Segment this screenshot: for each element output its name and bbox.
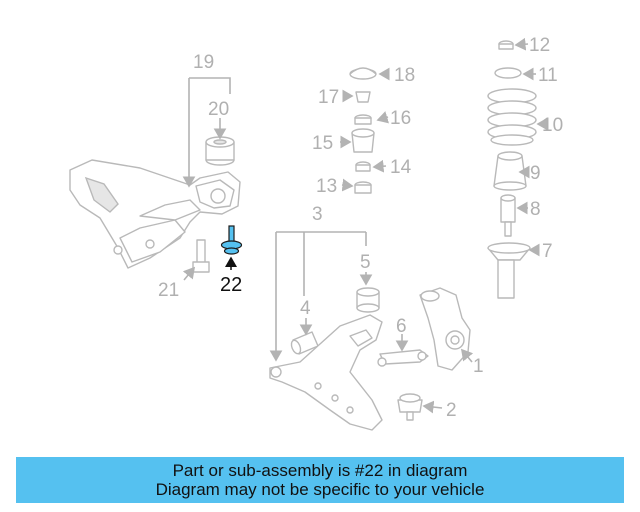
- leader-lines: [182, 37, 548, 414]
- callout-17: 17: [318, 87, 339, 108]
- strut-mount-stack-drawing: [349, 67, 377, 194]
- control-arm-drawing: [269, 314, 383, 431]
- callout-8: 8: [530, 199, 541, 220]
- callout-10: 10: [542, 115, 563, 136]
- callout-2: 2: [446, 400, 457, 421]
- bolt-21-drawing: [192, 239, 210, 273]
- info-banner: Part or sub-assembly is #22 in diagram D…: [16, 457, 624, 503]
- callout-labels: 19 20 21 22 3 4 5 6 1 2 18 17 16 15 14 1…: [158, 35, 563, 421]
- part-22-highlight: [220, 225, 243, 255]
- ball-joint-drawing: [397, 393, 423, 421]
- callout-18: 18: [394, 65, 415, 86]
- banner-line-2: Diagram may not be specific to your vehi…: [155, 480, 485, 499]
- callout-6: 6: [396, 316, 407, 337]
- subframe-drawing: [69, 159, 241, 269]
- callout-9: 9: [530, 163, 541, 184]
- mount-5-drawing: [356, 287, 380, 313]
- callout-16: 16: [390, 108, 411, 129]
- callout-5: 5: [360, 252, 371, 273]
- callout-15: 15: [312, 133, 333, 154]
- callout-7: 7: [542, 241, 553, 262]
- callout-1: 1: [473, 356, 484, 377]
- banner-line-1: Part or sub-assembly is #22 in diagram: [172, 461, 468, 480]
- callout-4: 4: [300, 298, 311, 319]
- bushing-20-drawing: [205, 136, 235, 166]
- callout-13: 13: [316, 176, 337, 197]
- steering-knuckle-drawing: [419, 287, 471, 371]
- callout-20: 20: [208, 99, 229, 120]
- callout-19: 19: [193, 52, 214, 73]
- callout-12: 12: [529, 35, 550, 56]
- callout-11: 11: [538, 65, 558, 86]
- link-6-drawing: [377, 349, 429, 367]
- callout-22: 22: [220, 274, 242, 296]
- callout-21: 21: [158, 280, 179, 301]
- callout-14: 14: [390, 157, 412, 178]
- callout-3: 3: [312, 204, 323, 225]
- strut-column-drawing: [487, 40, 537, 299]
